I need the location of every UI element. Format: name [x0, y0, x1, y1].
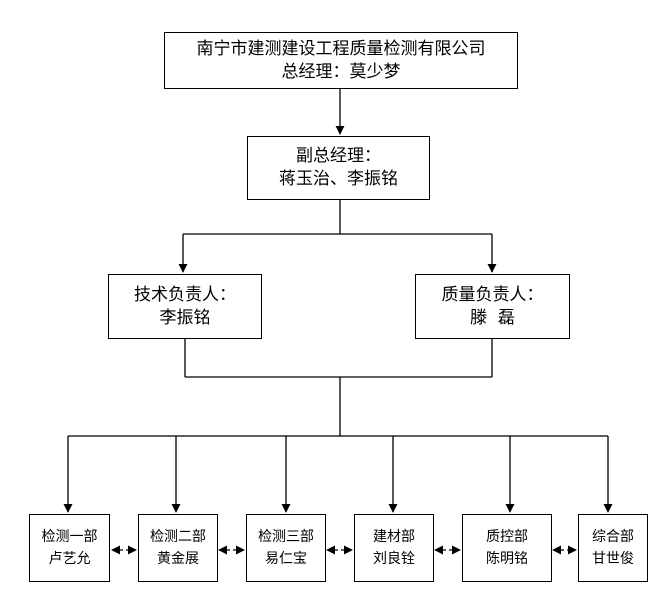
deputy-title: 副总经理：: [296, 146, 381, 167]
department-head: 甘世俊: [592, 551, 634, 567]
quality-name: 滕 磊: [470, 307, 515, 328]
company-name: 南宁市建测建设工程质量检测有限公司: [196, 38, 486, 59]
quality-lead-box: 质量负责人： 滕 磊: [415, 274, 570, 339]
department-box-1: 检测一部 卢艺允: [29, 514, 110, 582]
department-head: 黄金展: [157, 551, 199, 567]
department-name: 建材部: [373, 528, 415, 545]
general-manager: 总经理：莫少梦: [281, 61, 401, 82]
deputy-manager-box: 副总经理： 蒋玉治、李振铭: [247, 136, 430, 200]
technical-lead-box: 技术负责人： 李振铭: [108, 274, 262, 339]
department-box-5: 质控部 陈明铭: [462, 514, 552, 582]
department-head: 刘良铨: [373, 551, 415, 567]
deputy-names: 蒋玉治、李振铭: [279, 169, 398, 189]
department-box-6: 综合部 甘世俊: [578, 514, 648, 582]
department-name: 检测二部: [150, 528, 206, 545]
department-box-2: 检测二部 黄金展: [138, 514, 218, 582]
department-head: 易仁宝: [265, 551, 307, 567]
company-box: 南宁市建测建设工程质量检测有限公司 总经理：莫少梦: [164, 32, 518, 89]
quality-title: 质量负责人：: [441, 284, 544, 305]
technical-name: 李振铭: [159, 307, 211, 328]
department-box-4: 建材部 刘良铨: [354, 514, 434, 582]
department-box-3: 检测三部 易仁宝: [246, 514, 326, 582]
department-name: 检测三部: [258, 528, 314, 545]
department-head: 陈明铭: [486, 551, 528, 567]
department-name: 质控部: [486, 528, 528, 545]
department-head: 卢艺允: [48, 551, 91, 567]
department-name: 综合部: [592, 528, 634, 545]
technical-title: 技术负责人：: [134, 284, 236, 305]
department-name: 检测一部: [41, 528, 98, 545]
